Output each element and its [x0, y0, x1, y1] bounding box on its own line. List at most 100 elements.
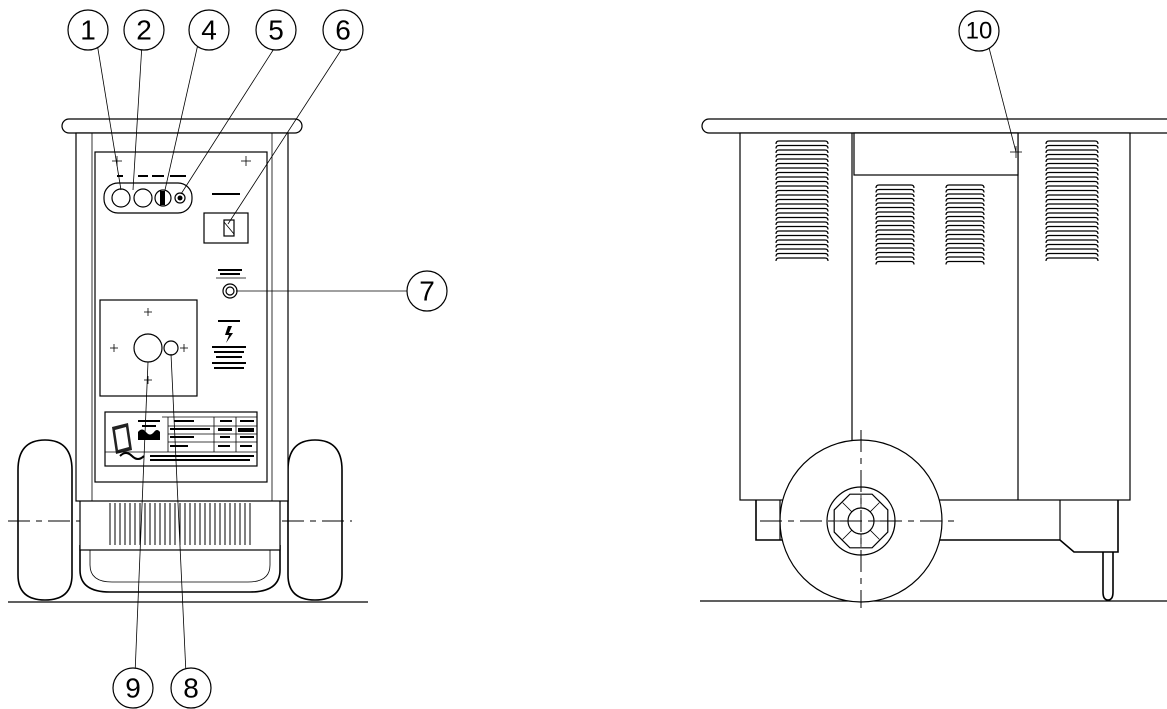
callout-5: 5 [255, 9, 297, 51]
louver-slat [775, 198, 829, 203]
louver-slat [1045, 216, 1099, 221]
louver-slat [1045, 198, 1099, 203]
louver-slat [1045, 167, 1099, 172]
louver-slat [775, 230, 829, 235]
svg-text:4: 4 [201, 15, 217, 46]
louver-slat [775, 257, 829, 262]
control-knob-2 [133, 188, 153, 208]
louver-slat [1045, 149, 1099, 154]
breaker-switch-mark [223, 221, 235, 235]
louver-slat [1045, 140, 1099, 145]
breaker-box [203, 212, 249, 244]
louver-slat [775, 162, 829, 167]
louver-slat [775, 207, 829, 212]
svg-text:6: 6 [335, 15, 351, 46]
louver-slat [1045, 257, 1099, 262]
louver-slat [1045, 230, 1099, 235]
louver-slat [945, 197, 985, 202]
louver-slat [775, 248, 829, 253]
louver-slat [775, 153, 829, 158]
louver-slat [945, 211, 985, 216]
louver-slat [875, 220, 915, 225]
louver-slat [875, 242, 915, 247]
louver-slat [775, 194, 829, 199]
louver-slat [945, 229, 985, 234]
louver-slat [775, 167, 829, 172]
louver-slat [1045, 248, 1099, 253]
louver-slat [1045, 171, 1099, 176]
side-view: 10 [700, 10, 1167, 608]
top-lid [61, 118, 303, 134]
louver-slat [1045, 158, 1099, 163]
breaker-label [212, 193, 240, 195]
louver-slat [945, 220, 985, 225]
control-knob-5-center [177, 195, 183, 201]
louver-slat [1045, 176, 1099, 181]
louver-slat [875, 229, 915, 234]
callout-1: 1 [67, 9, 109, 51]
louver-slat [775, 140, 829, 145]
louver-slat [1045, 189, 1099, 194]
louver-slat [875, 233, 915, 238]
svg-text:8: 8 [183, 673, 199, 704]
louver-slat [875, 215, 915, 220]
svg-text:1: 1 [80, 15, 96, 46]
side-lid [701, 118, 1167, 134]
louver-slat [875, 188, 915, 193]
louver-slat [775, 252, 829, 257]
nameplate-content [105, 416, 257, 461]
louver-slat [945, 260, 985, 265]
connector-label [218, 269, 242, 271]
control-labels [117, 175, 186, 177]
louver-slat [775, 171, 829, 176]
callout-4: 4 [188, 9, 230, 51]
louver-slat [945, 256, 985, 261]
louver-slat [775, 176, 829, 181]
output-connector-inner [225, 286, 235, 296]
callout-9: 9 [112, 667, 154, 709]
louver-slat [775, 203, 829, 208]
leader-10 [986, 39, 1017, 153]
svg-text:2: 2 [136, 15, 152, 46]
callout-10: 10 [958, 10, 1000, 52]
connector-label-2 [220, 273, 240, 275]
louver-slat [1045, 153, 1099, 158]
louver-slat [945, 215, 985, 220]
louver-slat [1045, 225, 1099, 230]
louver-slat [775, 144, 829, 149]
louver-slat [1045, 252, 1099, 257]
control-knob-5 [174, 192, 186, 204]
louver-slat [775, 158, 829, 163]
breaker-switch [223, 219, 235, 237]
louver-slat [775, 239, 829, 244]
louver-slat [875, 260, 915, 265]
louver-slat [1045, 243, 1099, 248]
louver-slat [775, 216, 829, 221]
louver-slat [945, 193, 985, 198]
handle-recess [853, 132, 1019, 176]
louver-slat [945, 238, 985, 243]
louver-slat [945, 188, 985, 193]
louver-slat [945, 233, 985, 238]
louver-slat [1045, 239, 1099, 244]
panel-screws [112, 156, 251, 166]
louver-slat [875, 256, 915, 261]
louver-slat [1045, 234, 1099, 239]
ventilation-louvers [775, 140, 1099, 265]
cart-frame [79, 545, 281, 593]
stand-leg [1102, 552, 1114, 601]
louver-slat [1045, 194, 1099, 199]
louver-slat [945, 206, 985, 211]
louver-slat [1045, 185, 1099, 190]
louver-slat [875, 224, 915, 229]
louver-slat [1045, 221, 1099, 226]
louver-slat [1045, 144, 1099, 149]
front-view: 1 2 4 5 6 7 9 8 [8, 9, 448, 709]
side-wheel-hub-octagon [833, 493, 889, 549]
side-body [739, 132, 1131, 501]
louver-slat [875, 197, 915, 202]
warning-label [212, 320, 246, 369]
louver-slat [775, 149, 829, 154]
